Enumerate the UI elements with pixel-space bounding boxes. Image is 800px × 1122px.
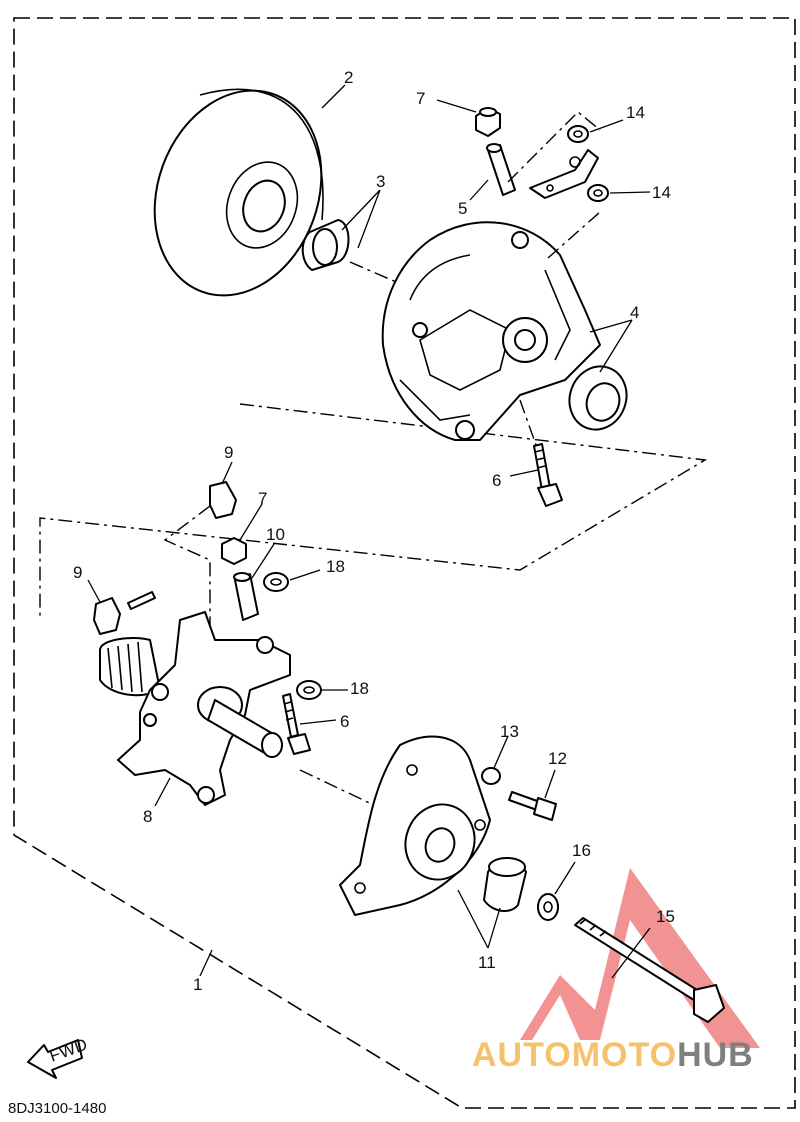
primary-housing[interactable] [381, 221, 636, 441]
bolt-15[interactable] [574, 917, 725, 1023]
callout-6-lower: 6 [340, 712, 349, 731]
spider-hub[interactable] [99, 611, 291, 806]
callout-5: 5 [458, 199, 467, 218]
callout-13: 13 [500, 722, 519, 741]
callout-18-lower: 18 [350, 679, 369, 698]
callout-11: 11 [478, 953, 496, 972]
callout-7-lower: 7 [258, 489, 267, 508]
callout-2: 2 [344, 68, 353, 87]
spacer-10[interactable] [233, 572, 259, 621]
callout-8: 8 [143, 807, 152, 826]
sliding-sheave[interactable] [127, 67, 349, 319]
leader-lines [87, 84, 651, 979]
callout-10: 10 [266, 525, 285, 544]
weight-9-upper[interactable] [209, 481, 237, 519]
callout-9-lower: 9 [73, 563, 82, 582]
bolt-12[interactable] [508, 791, 557, 821]
callout-4: 4 [630, 303, 639, 322]
pin-5[interactable] [486, 143, 516, 196]
assembly-boundary [13, 17, 796, 1109]
cover-11[interactable] [339, 735, 491, 916]
callout-7-upper: 7 [416, 89, 425, 108]
watermark-text-part2: HUB [677, 1036, 754, 1074]
leader-14-group [507, 111, 601, 259]
axis-line-lower [299, 769, 381, 809]
nut-7-lower[interactable] [221, 537, 247, 565]
bushing-11[interactable] [483, 857, 527, 912]
bolt-6-lower[interactable] [282, 693, 311, 755]
group-outline-lower-2 [163, 505, 211, 625]
washer-14-lower[interactable] [587, 184, 609, 202]
callout-16: 16 [572, 841, 591, 860]
callout-3: 3 [376, 172, 385, 191]
callout-14-lower: 14 [652, 183, 671, 202]
callout-1: 1 [193, 975, 202, 994]
group-outline-lower [39, 403, 708, 618]
fwd-arrow-icon: FWD [27, 1035, 90, 1079]
part-code: 8DJ3100-1480 [8, 1100, 107, 1117]
watermark-text: AUTOMOTOHUB [472, 1036, 754, 1075]
callout-9-upper: 9 [224, 443, 233, 462]
washer-14-upper[interactable] [567, 125, 589, 143]
bolt-6-upper[interactable] [533, 443, 563, 507]
callout-6-upper: 6 [492, 471, 501, 490]
callout-12: 12 [548, 749, 567, 768]
washer-18-lower[interactable] [296, 680, 322, 700]
washer-16[interactable] [537, 893, 559, 921]
callout-14-upper: 14 [626, 103, 645, 122]
pin-small[interactable] [127, 591, 156, 610]
nut-7-upper[interactable] [475, 107, 501, 137]
watermark-text-part1: AUTOMOTO [472, 1036, 678, 1074]
callout-15: 15 [656, 907, 675, 926]
plate-14[interactable] [529, 149, 599, 199]
washer-13[interactable] [481, 767, 501, 785]
axis-line-bolt6 [519, 399, 537, 446]
callout-18-upper: 18 [326, 557, 345, 576]
weight-9-lower[interactable] [93, 597, 121, 635]
slider-collar[interactable] [301, 219, 350, 271]
washer-18-upper[interactable] [263, 572, 289, 592]
